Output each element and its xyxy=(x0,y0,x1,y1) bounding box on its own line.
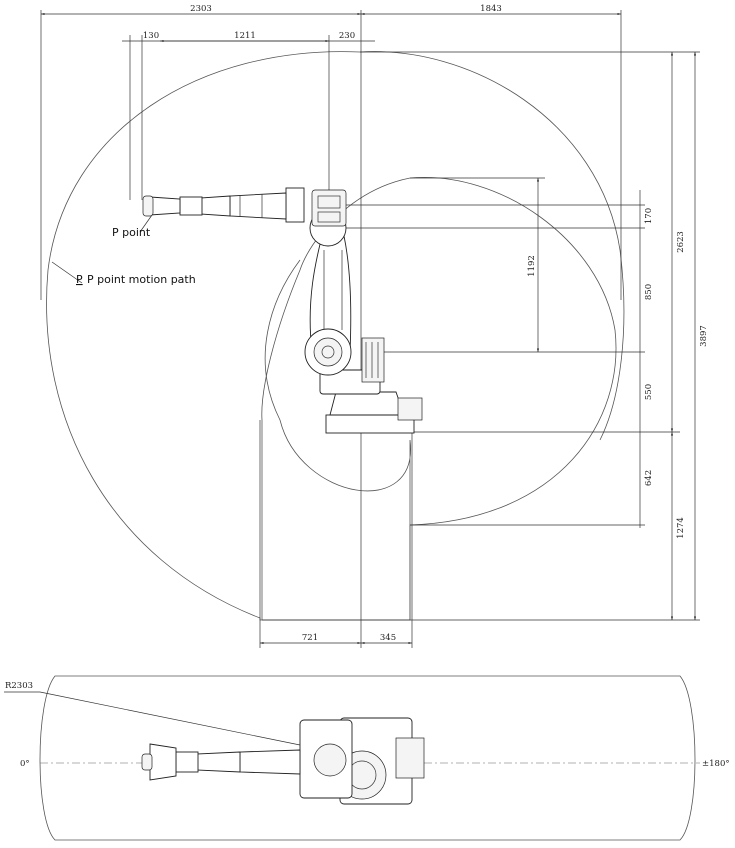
path-marker: P xyxy=(76,273,83,286)
inner-envelope-left xyxy=(261,177,411,620)
top-wrist-yoke xyxy=(149,743,177,781)
radius-label: R2303 xyxy=(5,681,33,691)
dim-2303: 2303 xyxy=(190,4,212,14)
radius-leader xyxy=(39,691,301,746)
tool-flange xyxy=(142,195,154,217)
dim-642: 642 xyxy=(644,470,654,486)
balancer-housing xyxy=(361,337,385,383)
wrist xyxy=(179,196,203,216)
robot-base xyxy=(329,391,405,416)
top-forearm xyxy=(195,751,241,773)
dim-1192: 1192 xyxy=(527,255,537,277)
dim-1274: 1274 xyxy=(676,517,686,539)
path-leader xyxy=(51,261,83,284)
upper-arm-mid xyxy=(199,195,231,217)
top-envelope xyxy=(39,675,696,841)
top-dimensions: 2303 1843 130 1211 230 xyxy=(41,4,621,43)
base-connector xyxy=(397,397,423,421)
outer-envelope-arc xyxy=(46,51,411,621)
top-j2 xyxy=(313,743,347,777)
dim-345: 345 xyxy=(380,633,396,643)
dim-1843: 1843 xyxy=(480,4,502,14)
top-upper-arm xyxy=(239,749,301,775)
angle-left-label: 0° xyxy=(20,759,30,769)
path-label: P point motion path xyxy=(87,273,196,286)
dim-3897: 3897 xyxy=(699,325,709,347)
wrist-tool xyxy=(149,196,181,216)
right-dimensions: 170 850 550 642 1192 2623 1274 3897 xyxy=(527,52,709,620)
p-point-label: P point xyxy=(112,226,151,239)
dim-850: 850 xyxy=(644,284,654,300)
upper-arm-rear xyxy=(229,192,287,220)
top-wrist xyxy=(175,751,199,773)
dim-721: 721 xyxy=(302,633,318,643)
dim-130: 130 xyxy=(143,31,159,41)
top-view xyxy=(4,675,700,841)
angle-right-label: ±180° xyxy=(702,759,730,769)
dim-1211: 1211 xyxy=(234,31,256,41)
outer-envelope-right xyxy=(359,51,625,441)
dim-230: 230 xyxy=(339,31,355,41)
top-connector xyxy=(395,737,425,779)
upper-arm-flange xyxy=(285,187,305,223)
dim-170: 170 xyxy=(644,208,654,224)
bottom-dimensions: 721 345 xyxy=(260,633,412,645)
dim-2623: 2623 xyxy=(676,231,686,253)
top-tool-flange xyxy=(141,753,153,771)
work-envelope xyxy=(46,51,625,621)
j2-motor xyxy=(313,337,343,367)
dim-550: 550 xyxy=(644,384,654,400)
inner-envelope-arc xyxy=(409,176,617,620)
robot-side-view xyxy=(139,187,423,434)
